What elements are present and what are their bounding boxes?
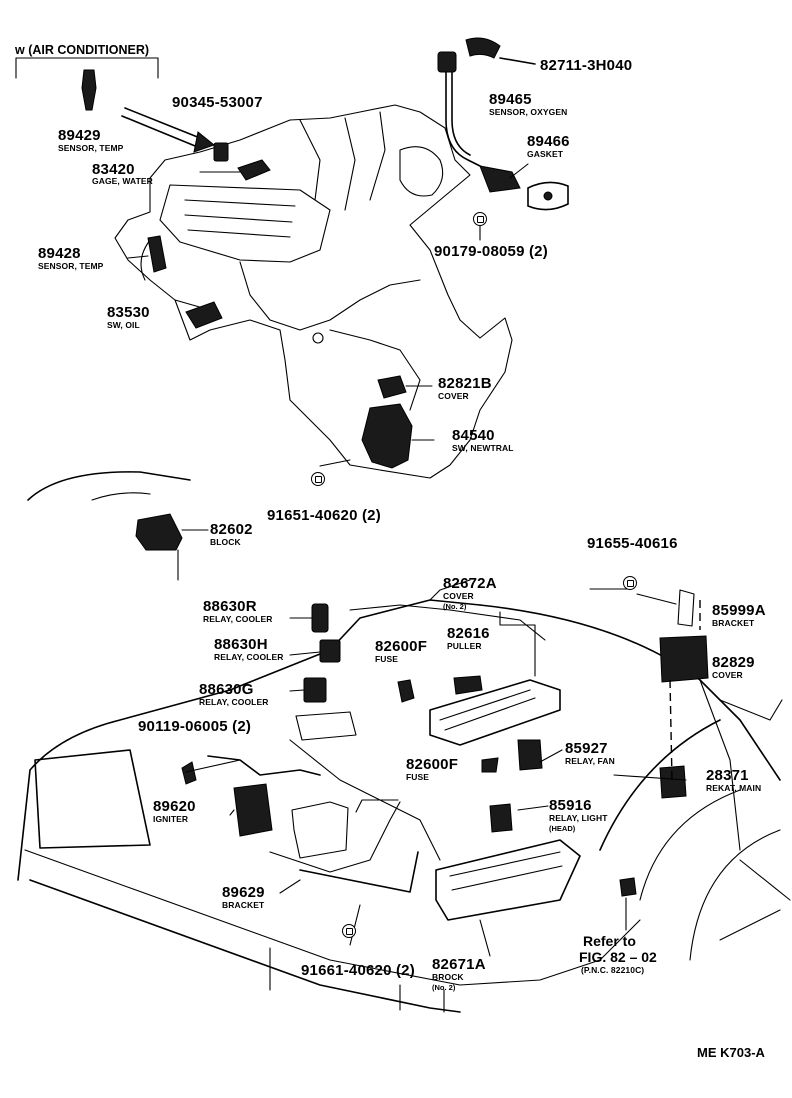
part-name-89465: SENSOR, OXYGEN xyxy=(489,107,568,117)
part-number-82829: 82829 xyxy=(712,654,755,671)
part-name-83420: GAGE, WATER xyxy=(92,176,153,186)
part-sub-82672: (No. 2) xyxy=(443,602,467,611)
part-number-82616: 82616 xyxy=(447,625,490,642)
part-number-85916: 85916 xyxy=(549,797,592,814)
part-number-89629: 89629 xyxy=(222,884,265,901)
header-bracket xyxy=(15,57,159,79)
fuse-box-assembly xyxy=(289,589,709,921)
part-name-88630G: RELAY, COOLER xyxy=(199,697,269,707)
part-number-82671: 82671A xyxy=(432,956,486,973)
part-number-83420: 83420 xyxy=(92,161,135,178)
part-number-84540: 84540 xyxy=(452,427,495,444)
part-number-91651: 91651-40620 (2) xyxy=(267,507,381,524)
part-name-89466: GASKET xyxy=(527,149,564,159)
part-number-90119: 90119-06005 (2) xyxy=(138,718,252,735)
part-number-89465: 89465 xyxy=(489,91,532,108)
part-name-89429: SENSOR, TEMP xyxy=(58,143,124,153)
part-number-85927: 85927 xyxy=(565,740,608,757)
part-number-82672: 82672A xyxy=(443,575,497,592)
part-name-85999: BRACKET xyxy=(712,618,755,628)
part-name-82600F-2: FUSE xyxy=(406,772,430,782)
part-name-82821: COVER xyxy=(438,391,469,401)
part-number-28371: 28371 xyxy=(706,767,749,784)
part-82602-shape xyxy=(135,513,209,581)
part-name-82600F-1: FUSE xyxy=(375,654,399,664)
part-name-84540: SW, NEWTRAL xyxy=(452,443,514,453)
engine-outline xyxy=(114,104,513,479)
part-number-82602: 82602 xyxy=(210,521,253,538)
header-note: w (AIR CONDITIONER) xyxy=(15,43,150,57)
part-name-82671: BROCK xyxy=(432,972,464,982)
part-name-88630R: RELAY, COOLER xyxy=(203,614,273,624)
part-number-82711: 82711-3H040 xyxy=(540,57,633,74)
part-name-82616: PULLER xyxy=(447,641,482,651)
part-90345-shape xyxy=(213,142,229,162)
direction-arrow xyxy=(121,107,216,153)
part-name-28371: REKAT, MAIN xyxy=(706,783,762,793)
part-number-85999: 85999A xyxy=(712,602,766,619)
callout-90179 xyxy=(473,212,487,226)
part-number-90179: 90179-08059 (2) xyxy=(434,243,548,260)
part-name-83530: SW, OIL xyxy=(107,320,140,330)
part-number-91655: 91655-40616 xyxy=(587,535,678,552)
leader-lines xyxy=(185,579,687,957)
car-body-outline xyxy=(17,471,791,1013)
part-number-82600F-2: 82600F xyxy=(406,756,459,773)
part-sub-82671: (No. 2) xyxy=(432,983,456,992)
part-number-89429: 89429 xyxy=(58,127,101,144)
part-number-82821: 82821B xyxy=(438,375,492,392)
part-sub-85916: (HEAD) xyxy=(549,824,576,833)
part-83420-shape xyxy=(199,159,271,181)
part-number-89428: 89428 xyxy=(38,245,81,262)
part-number-82600F-1: 82600F xyxy=(375,638,428,655)
reference-line-3: (P.N.C. 82210C) xyxy=(581,965,645,975)
part-name-82602: BLOCK xyxy=(210,537,241,547)
igniter-bracket-assembly xyxy=(181,755,419,893)
part-number-91661: 91661-40620 (2) xyxy=(301,962,415,979)
part-name-82829: COVER xyxy=(712,670,743,680)
part-number-89620: 89620 xyxy=(153,798,196,815)
part-number-88630R: 88630R xyxy=(203,598,257,615)
part-number-89466: 89466 xyxy=(527,133,570,150)
part-89429-shape xyxy=(81,69,97,111)
part-number-90345: 90345-53007 xyxy=(172,94,263,111)
part-89428-shape xyxy=(127,235,167,273)
part-name-89428: SENSOR, TEMP xyxy=(38,261,104,271)
part-83530-shape xyxy=(185,301,223,329)
reference-line-1: Refer to xyxy=(583,933,636,949)
part-name-89629: BRACKET xyxy=(222,900,265,910)
oxygen-sensor-assembly xyxy=(437,37,569,241)
part-number-88630H: 88630H xyxy=(214,636,268,653)
part-name-85927: RELAY, FAN xyxy=(565,756,615,766)
neutral-switch-assembly xyxy=(319,375,435,469)
callout-91655 xyxy=(623,576,637,590)
diagram-code: ME K703-A xyxy=(697,1045,765,1060)
part-number-83530: 83530 xyxy=(107,304,150,321)
part-number-88630G: 88630G xyxy=(199,681,254,698)
part-name-85916: RELAY, LIGHT xyxy=(549,813,608,823)
reference-line-2: FIG. 82 – 02 xyxy=(579,949,657,965)
part-name-88630H: RELAY, COOLER xyxy=(214,652,284,662)
part-name-89620: IGNITER xyxy=(153,814,189,824)
callout-91651 xyxy=(311,472,325,486)
callout-91661 xyxy=(342,924,356,938)
part-name-82672: COVER xyxy=(443,591,474,601)
